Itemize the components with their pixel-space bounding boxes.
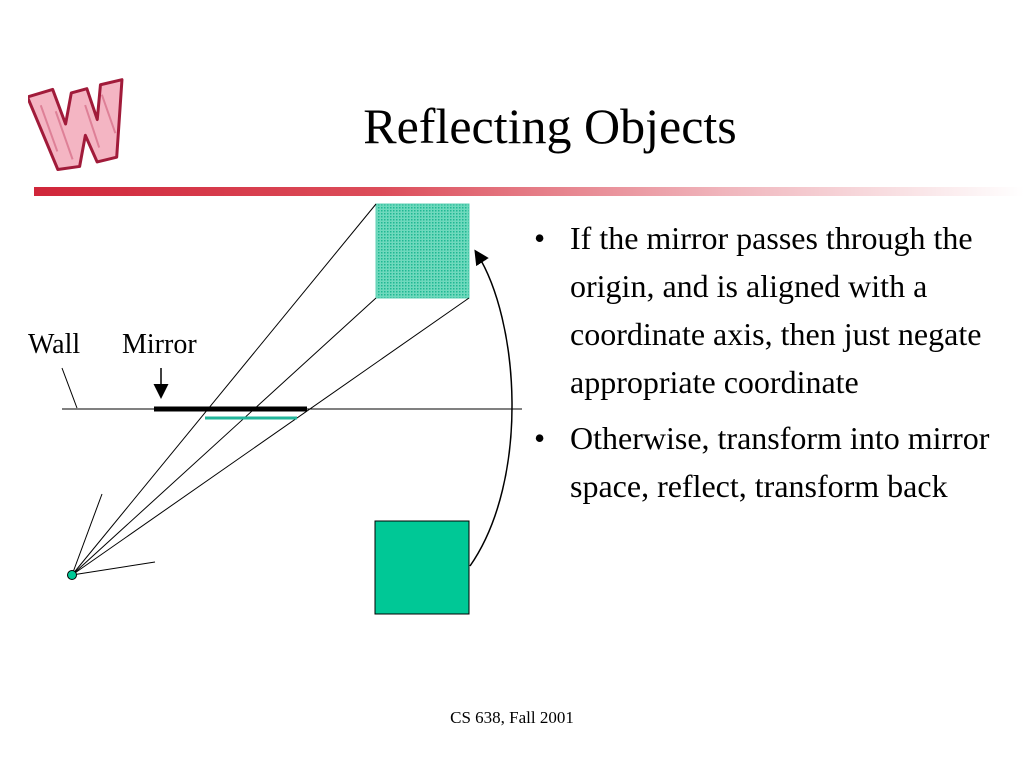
sight-line: [71, 297, 377, 576]
wall-pointer: [61, 367, 78, 409]
university-logo: [28, 78, 124, 172]
viewer-point: [67, 570, 77, 580]
bullet-marker: •: [534, 420, 546, 456]
slide-title: Reflecting Objects: [363, 98, 737, 154]
bullet-item: • Otherwise, transform into mirror space…: [530, 414, 1000, 510]
reflection-diagram: Wall Mirror: [28, 203, 522, 615]
bullet-marker: •: [534, 220, 546, 256]
title-divider: [34, 187, 1024, 196]
slide-footer: CS 638, Fall 2001: [450, 708, 574, 727]
bullet-text: Otherwise, transform into mirror space, …: [570, 420, 990, 504]
view-edge-line: [71, 493, 103, 576]
bullet-item: • If the mirror passes through the origi…: [530, 214, 1000, 406]
real-object: [374, 520, 470, 615]
reflected-object: [375, 203, 470, 299]
mirror-label: Mirror: [122, 329, 197, 360]
reflection-arrow: [469, 249, 513, 567]
view-edge-line: [71, 561, 156, 576]
sight-line: [71, 203, 377, 576]
wall-label: Wall: [28, 329, 80, 360]
bullet-text: If the mirror passes through the origin,…: [570, 220, 982, 400]
sight-line: [71, 297, 470, 576]
bullet-list: • If the mirror passes through the origi…: [530, 214, 1000, 518]
